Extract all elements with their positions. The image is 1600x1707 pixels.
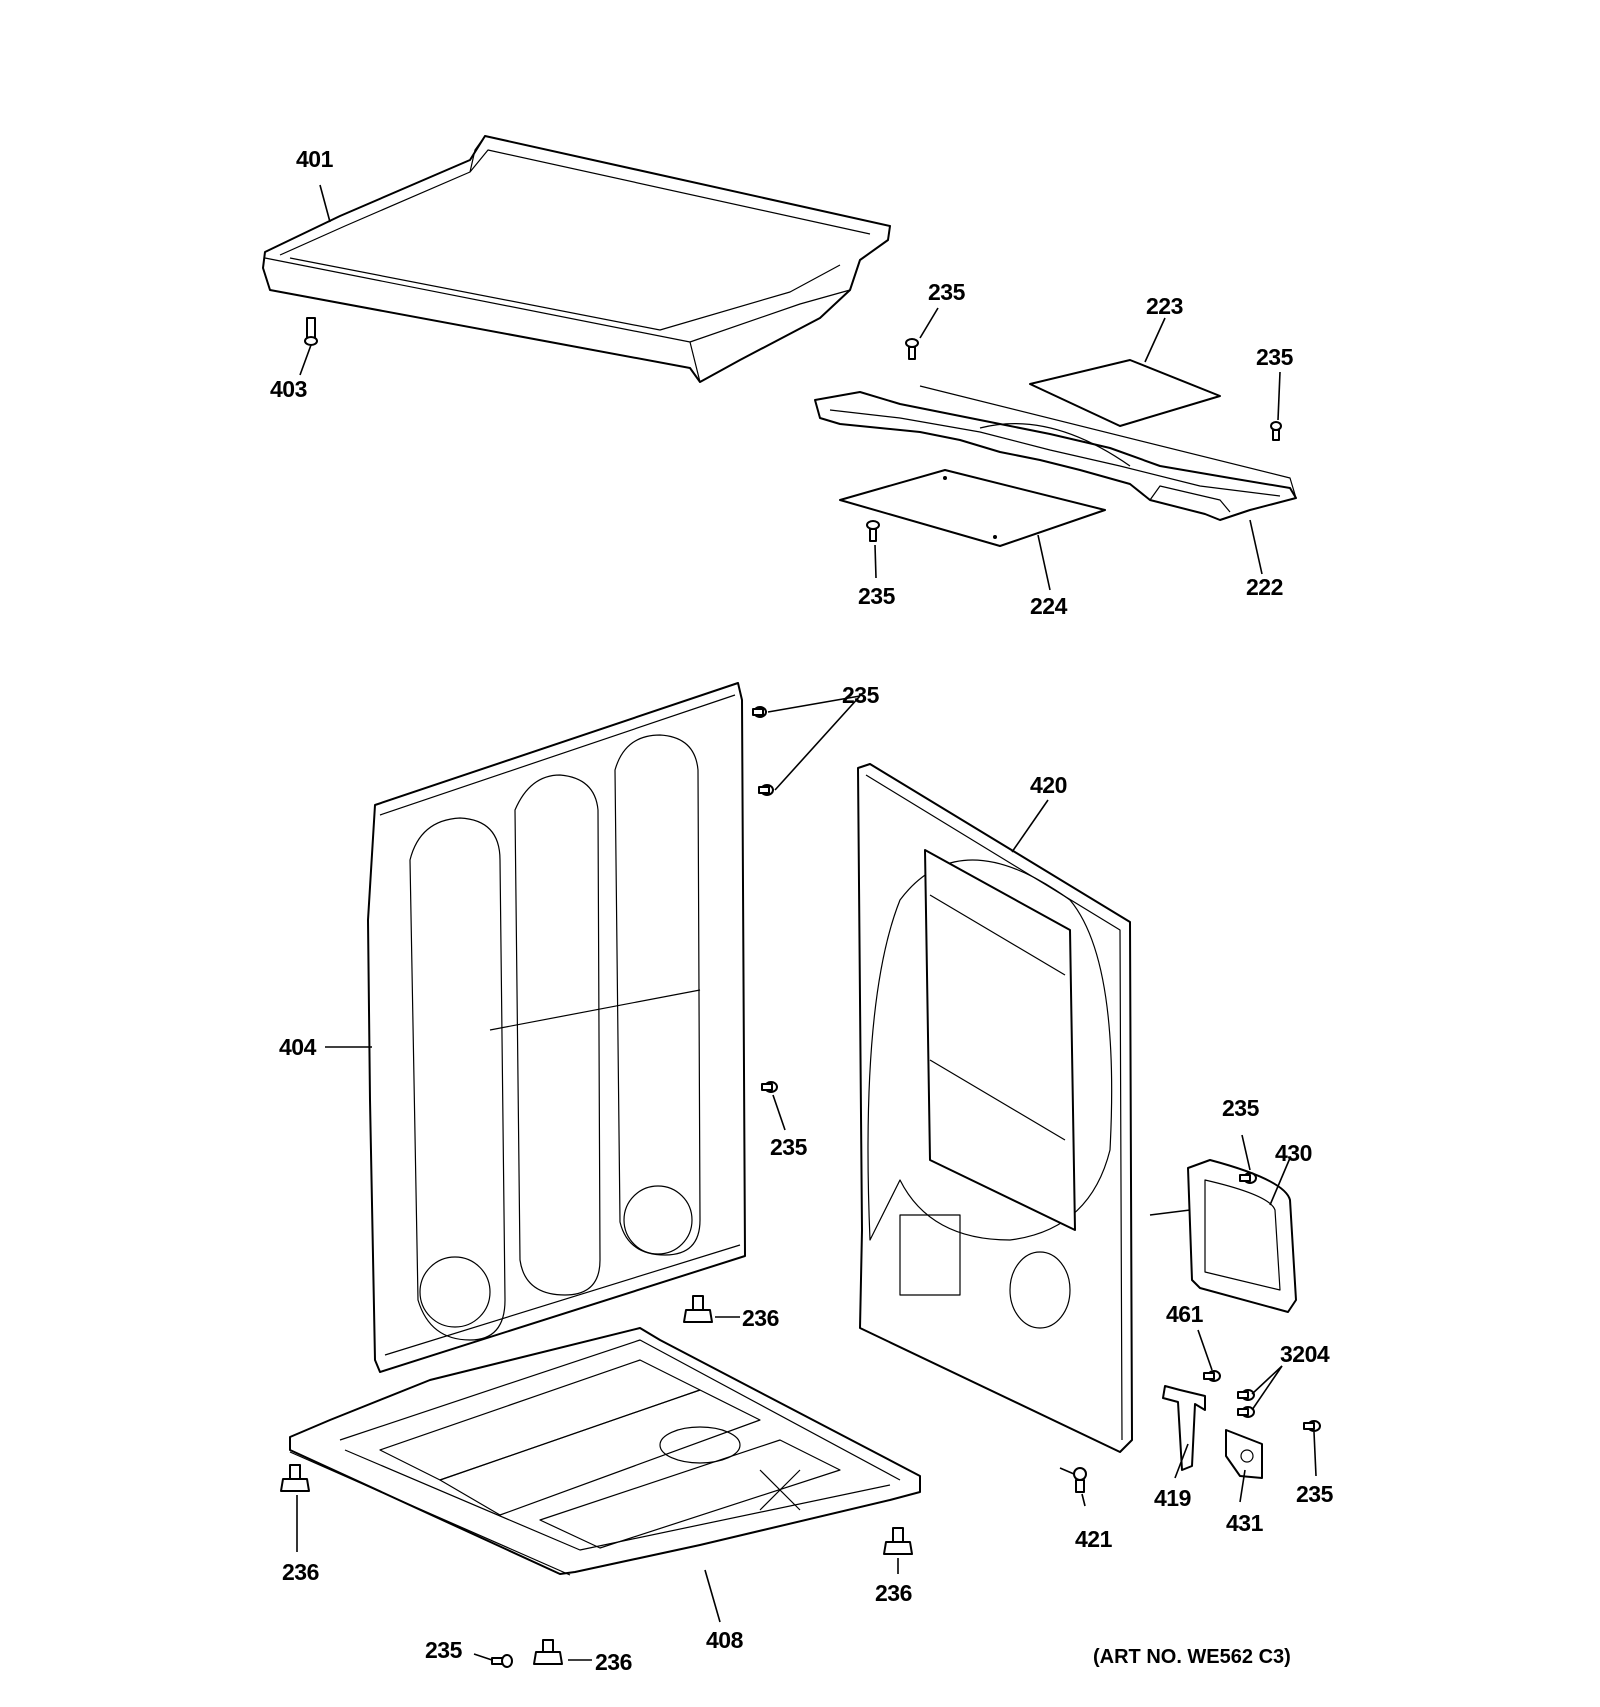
label-235-b: 235: [1256, 344, 1294, 370]
screw-235-a: [905, 338, 919, 360]
label-235-h: 235: [425, 1637, 463, 1663]
screw-235-f: [1239, 1172, 1257, 1184]
foot-236-b: [280, 1464, 310, 1492]
cover-plate-223: [1029, 359, 1221, 427]
screw-461: [1203, 1370, 1221, 1382]
label-408: 408: [706, 1627, 744, 1653]
art-number: (ART NO. WE562 C3): [1093, 1646, 1291, 1668]
label-236-a: 236: [742, 1305, 779, 1331]
bracket-431: [1225, 1429, 1263, 1479]
screw-235-e: [761, 1081, 778, 1093]
label-3204: 3204: [1280, 1341, 1330, 1367]
rear-panel-404: [367, 682, 746, 1373]
top-panel-401: [262, 135, 891, 383]
label-235-e: 235: [770, 1134, 808, 1160]
bracket-222: [814, 385, 1297, 521]
label-404: 404: [279, 1034, 317, 1060]
cover-plate-224: [839, 469, 1106, 547]
label-421: 421: [1075, 1526, 1113, 1552]
leader-lines: [296, 184, 1317, 1661]
screw-235-c: [866, 520, 880, 542]
bracket-419: [1162, 1385, 1206, 1471]
callout-labels: 401 403 235 223 235 235 224 222 235 420 …: [270, 146, 1334, 1675]
label-235-d: 235: [842, 682, 880, 708]
label-236-d: 236: [595, 1649, 632, 1675]
screws-3204: [1237, 1389, 1255, 1418]
foot-236-a: [683, 1295, 713, 1323]
screw-235-b: [1270, 421, 1282, 441]
screws-235-d: [752, 706, 774, 796]
label-430: 430: [1275, 1140, 1312, 1166]
label-222: 222: [1246, 574, 1283, 600]
screw-235-g: [1303, 1420, 1321, 1432]
label-236-c: 236: [875, 1580, 912, 1606]
label-235-g: 235: [1296, 1481, 1334, 1507]
label-235-f: 235: [1222, 1095, 1260, 1121]
label-401: 401: [296, 146, 334, 172]
label-236-b: 236: [282, 1559, 319, 1585]
screw-403: [304, 317, 318, 346]
foot-236-c: [883, 1527, 913, 1555]
label-224: 224: [1030, 593, 1068, 619]
screw-235-h: [491, 1654, 513, 1668]
screw-421: [1073, 1467, 1087, 1493]
front-panel-420: [857, 763, 1133, 1453]
label-235-a: 235: [928, 279, 966, 305]
label-431: 431: [1226, 1510, 1264, 1536]
label-461: 461: [1166, 1301, 1204, 1327]
gasket-430: [1187, 1159, 1297, 1313]
label-235-c: 235: [858, 583, 896, 609]
base-408: [289, 1327, 921, 1576]
label-403: 403: [270, 376, 307, 402]
label-419: 419: [1154, 1485, 1191, 1511]
foot-236-d: [533, 1639, 563, 1665]
label-223: 223: [1146, 293, 1183, 319]
label-420: 420: [1030, 772, 1067, 798]
